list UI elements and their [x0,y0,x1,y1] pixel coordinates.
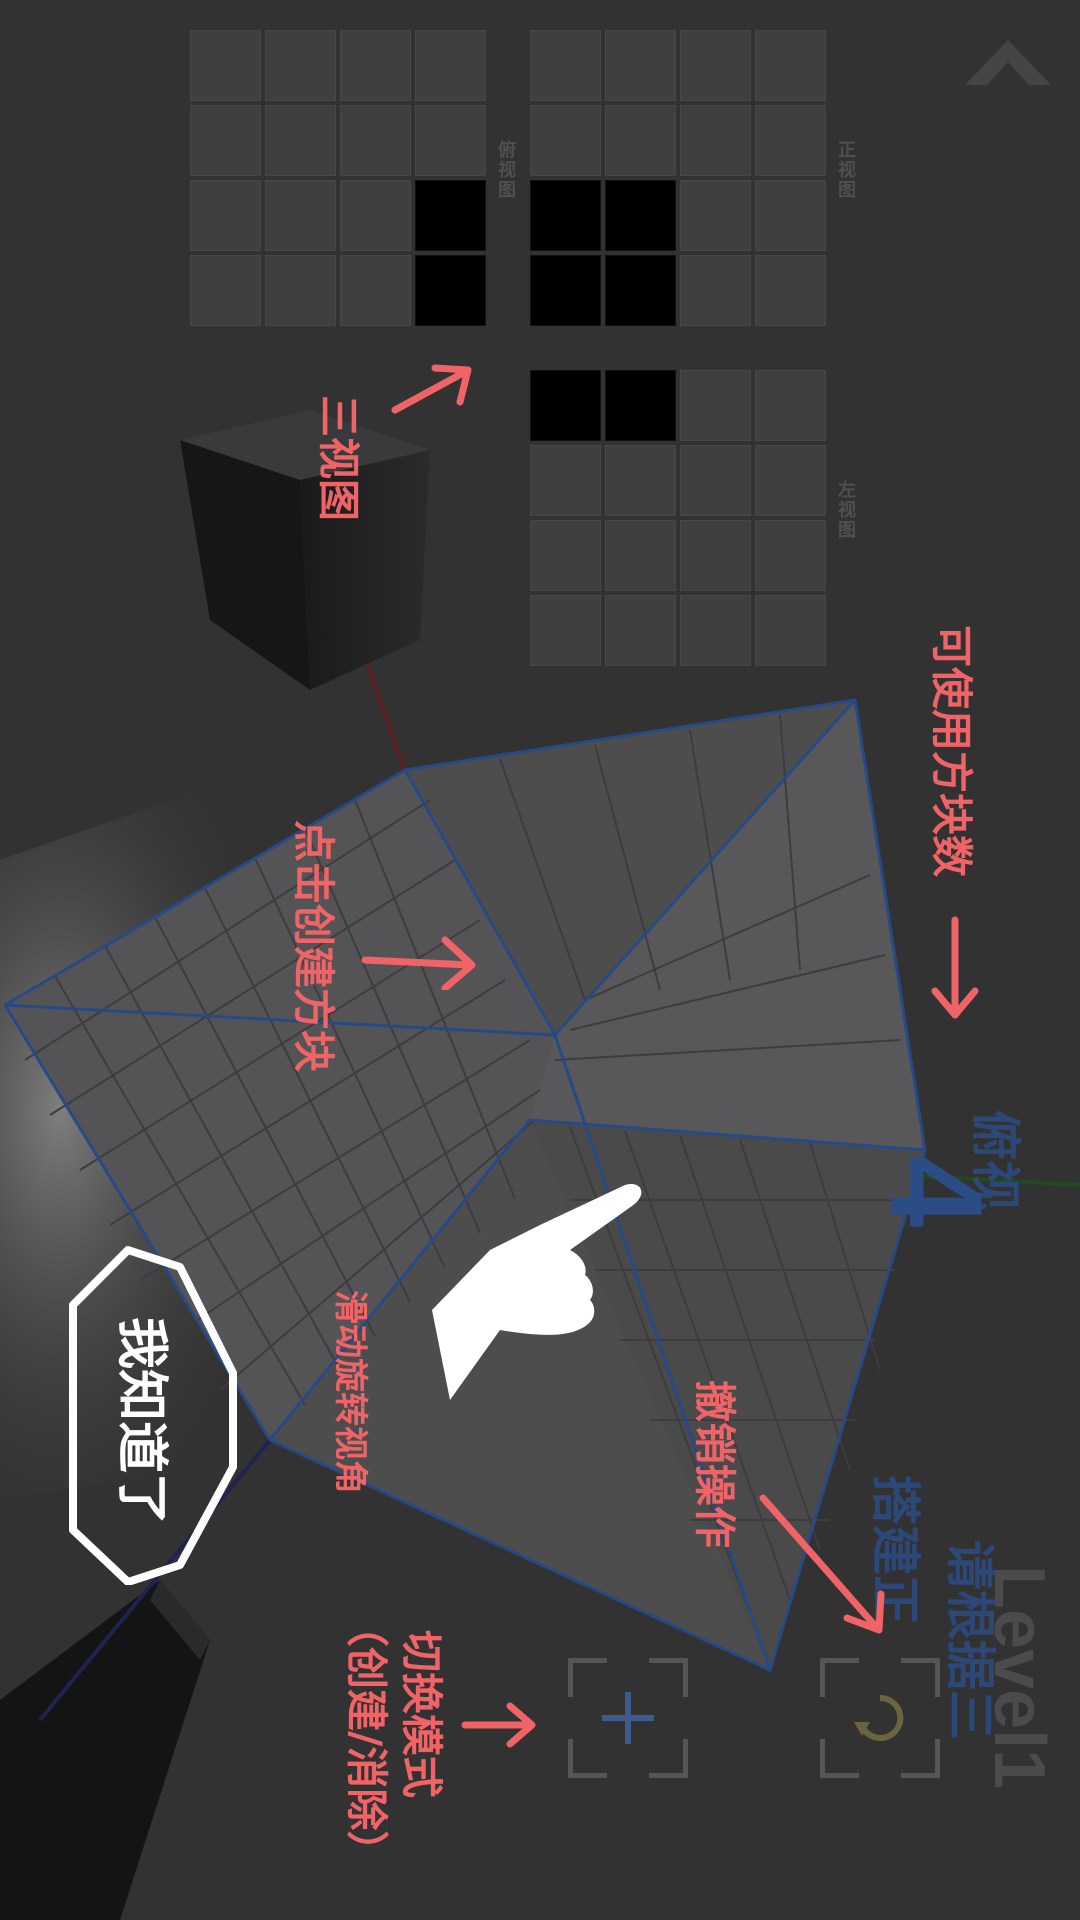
view-cell [605,445,676,516]
view-cell [530,520,601,591]
pointing-hand-icon [432,1184,642,1400]
switch-mode-button[interactable] [560,1650,696,1786]
view-cell [755,520,826,591]
arrow-three-views [391,364,472,414]
ok-button[interactable]: 我知道了 [68,1245,240,1585]
undo-button[interactable] [812,1650,948,1786]
view-cell [415,255,486,326]
grid-lines [24,714,915,1641]
annotation-tap-create: 点击创建方块 [289,820,338,1073]
view-cell [340,30,411,101]
scene-block [0,1580,210,1920]
view-cell [530,105,601,176]
view-cell [415,30,486,101]
view-cell [605,370,676,441]
arrow-tap-create [361,936,476,990]
view-cell [415,180,486,251]
annotation-switch-mode-line2: （创建/消除） [342,1605,391,1873]
undo-icon [854,1694,904,1741]
view-cell [680,105,751,176]
annotation-undo: 撤销操作 [690,1380,739,1549]
view-cell [680,30,751,101]
annotation-swipe-rotate: 滑动旋转视角 [330,1290,370,1494]
left-view-grid [530,370,826,666]
top-view-grid [190,30,486,326]
mini-cube-face [300,450,430,690]
view-cell [680,520,751,591]
view-cell [190,105,261,176]
z-axis-line [38,1438,272,1722]
view-cell [755,255,826,326]
arrow-block-count [931,916,979,1019]
view-cell [530,255,601,326]
view-cell [530,30,601,101]
view-cell [190,255,261,326]
mini-cube-top [180,410,430,480]
view-cell [340,180,411,251]
view-cell [605,105,676,176]
annotation-switch-mode-line1: 切换模式 [397,1630,446,1799]
view-cell [530,595,601,666]
view-cell [190,180,261,251]
view-cell [755,105,826,176]
view-cell [605,595,676,666]
view-cell [605,520,676,591]
view-cell [605,30,676,101]
view-cell [340,105,411,176]
view-cell [605,180,676,251]
view-cell [530,445,601,516]
arrow-switch-mode [461,1702,536,1748]
arrow-undo [759,1494,885,1634]
view-cell [415,105,486,176]
view-cell [680,180,751,251]
top-view-label: 俯视图 [495,140,516,200]
grid-outline [3,698,927,1673]
view-cell [265,180,336,251]
front-view-grid [530,30,826,326]
y-axis-line [899,1173,1080,1187]
left-view-label: 左视图 [835,480,856,540]
view-cell [190,30,261,101]
view-cell [530,370,601,441]
annotation-block-count: 可使用方块数 [927,625,976,878]
front-view-label: 正视图 [835,140,856,200]
view-cell [680,445,751,516]
view-cell [340,255,411,326]
chevron-up-icon[interactable] [965,30,1051,90]
plus-icon [602,1692,654,1744]
view-cell [680,370,751,441]
view-cell [265,105,336,176]
ok-button-label: 我知道了 [111,1317,171,1526]
view-cell [755,180,826,251]
view-cell [265,30,336,101]
view-cell [605,255,676,326]
view-cell [530,180,601,251]
view-cell [755,445,826,516]
view-cell [755,595,826,666]
block-count-value: 4 [864,1155,1010,1228]
view-cell [680,255,751,326]
instruction-line-1: 请根据三 [941,1540,999,1740]
view-cell [755,370,826,441]
view-cell [755,30,826,101]
ok-button-frame [69,1246,237,1585]
view-cell [265,255,336,326]
annotation-three-views: 三视图 [314,395,363,522]
view-cell [680,595,751,666]
